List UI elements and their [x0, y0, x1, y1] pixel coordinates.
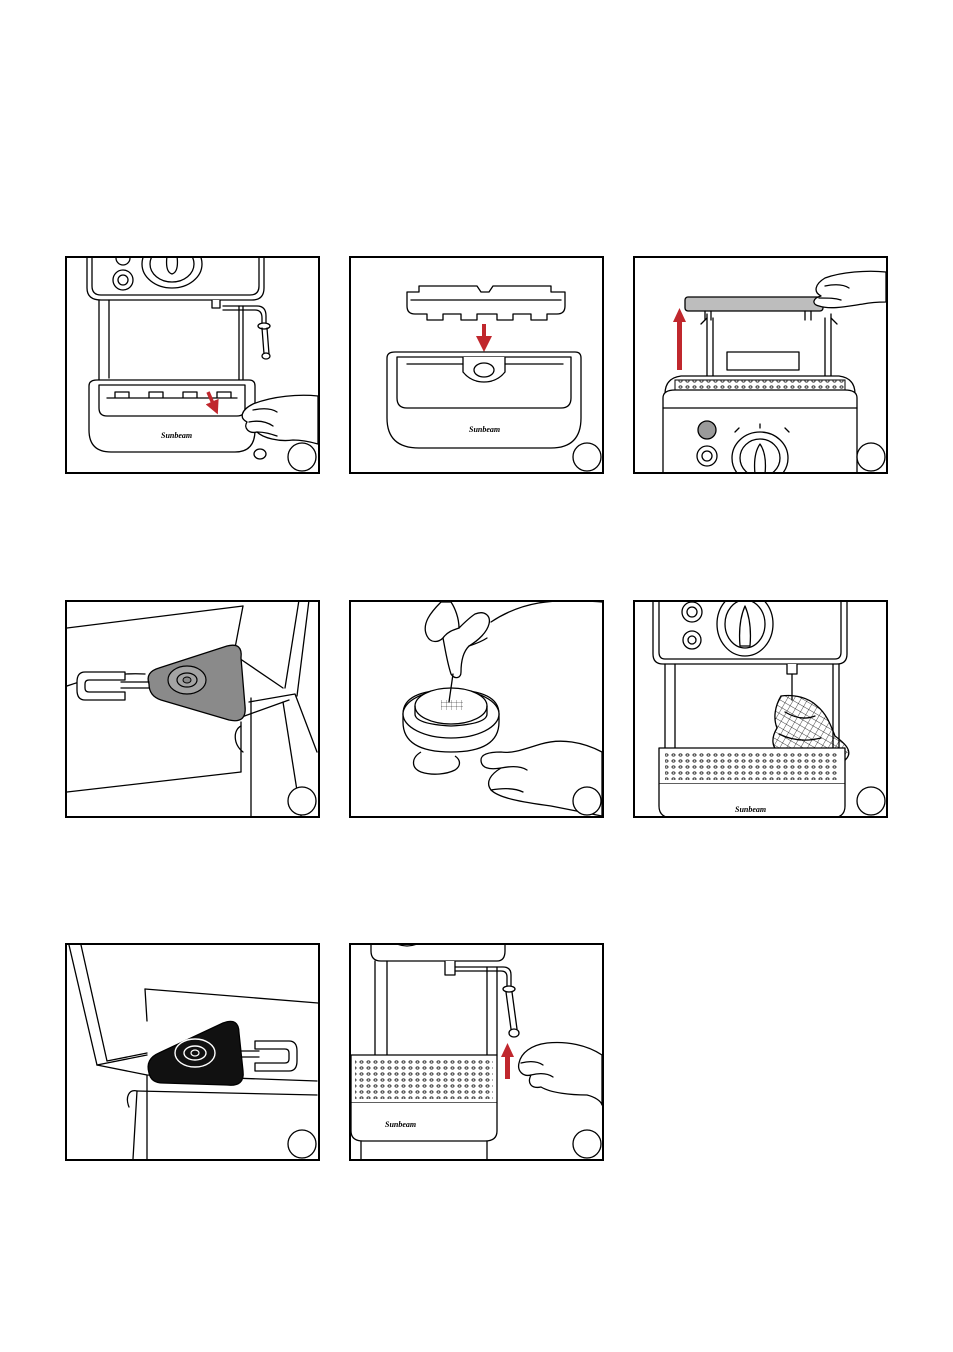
- drip-tray: Sunbeam: [387, 352, 581, 448]
- machine-head: [87, 258, 264, 300]
- grey-steam-knob: [148, 645, 245, 721]
- red-arrow: [673, 308, 686, 370]
- steam-wand-handle: [77, 672, 149, 700]
- step-circle: [573, 787, 601, 815]
- illustration-panel-5: [349, 600, 604, 818]
- drip-tray: Sunbeam: [351, 1055, 497, 1159]
- red-arrow: [501, 1043, 514, 1079]
- step-circle: [288, 787, 316, 815]
- steam-knob-grey-icon: [67, 602, 318, 816]
- drip-tray: Sunbeam: [89, 380, 266, 459]
- illustration-panel-3: [633, 256, 888, 474]
- sunbeam-logo: Sunbeam: [469, 425, 500, 434]
- steam-knob-black-icon: [67, 945, 318, 1159]
- hand-icon: [814, 271, 886, 307]
- steam-wand-handle: [241, 1041, 297, 1071]
- illustration-panel-2: Sunbeam: [349, 256, 604, 474]
- machine-body: [99, 300, 270, 380]
- machine-head: [653, 602, 847, 664]
- step-circle: [573, 443, 601, 471]
- drip-tray-grill-icon: Sunbeam: [351, 258, 602, 472]
- illustration-panel-4: [65, 600, 320, 818]
- tank-lid: [685, 297, 823, 320]
- step-circle: [288, 443, 316, 471]
- illustration-panel-7: [65, 943, 320, 1161]
- hand-icon: [519, 1043, 602, 1106]
- drip-tray: Sunbeam: [659, 748, 845, 816]
- black-steam-knob: [148, 1021, 243, 1085]
- illustration-panel-1: Sunbeam: [65, 256, 320, 474]
- machine-head: [371, 945, 505, 1055]
- drip-tray-grill: [407, 286, 565, 320]
- water-tank-lid-icon: [635, 258, 886, 472]
- illustration-panel-8: Sunbeam: [349, 943, 604, 1161]
- sunbeam-logo: Sunbeam: [385, 1120, 416, 1129]
- drip-tray-removal-icon: Sunbeam: [67, 258, 318, 472]
- filter-disc: [403, 688, 499, 752]
- illustration-panel-6: Sunbeam: [633, 600, 888, 818]
- step-circle: [288, 1130, 316, 1158]
- needle-hand-icon: [425, 602, 602, 702]
- step-circle: [857, 443, 885, 471]
- filter-disc-cleaning-icon: [351, 602, 602, 816]
- water-tank: [701, 314, 837, 382]
- frothing-sleeve-removal-icon: Sunbeam: [351, 945, 602, 1159]
- step-circle: [857, 787, 885, 815]
- sunbeam-logo: Sunbeam: [735, 805, 766, 814]
- step-circle: [573, 1130, 601, 1158]
- machine-top: [663, 376, 857, 472]
- sunbeam-logo: Sunbeam: [161, 431, 192, 440]
- steam-wand-cloth-icon: Sunbeam: [635, 602, 886, 816]
